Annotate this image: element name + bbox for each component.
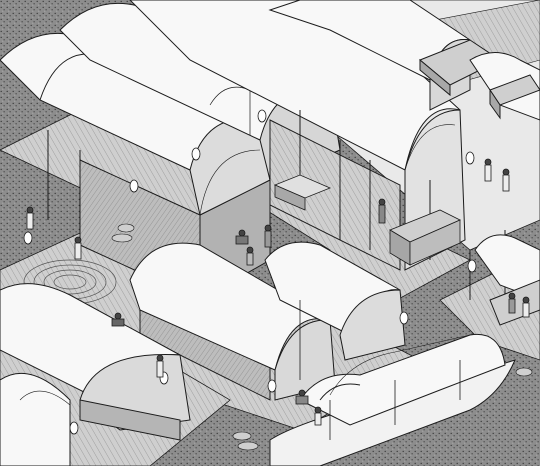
pavilion-vault-f xyxy=(129,242,336,401)
lantern-icon xyxy=(69,421,79,435)
figures xyxy=(26,158,530,426)
person-icon xyxy=(246,246,254,266)
counter-block xyxy=(389,209,461,266)
lantern-icon xyxy=(267,379,277,393)
lantern-icon xyxy=(129,179,139,193)
person-icon xyxy=(484,158,492,182)
person-icon xyxy=(378,198,386,224)
lantern-icon xyxy=(23,231,33,245)
person-icon xyxy=(502,168,510,192)
plants xyxy=(111,223,533,451)
person-icon xyxy=(156,354,164,378)
lantern-icon xyxy=(257,109,267,123)
plant-icon xyxy=(111,223,135,243)
plant-icon xyxy=(515,367,533,377)
lantern-icon xyxy=(467,259,477,273)
lanterns xyxy=(23,109,477,435)
lantern-icon xyxy=(399,311,409,325)
pavilion-vault-d xyxy=(268,0,501,111)
lantern-icon xyxy=(191,147,201,161)
person-icon xyxy=(314,406,322,426)
person-icon xyxy=(295,389,309,405)
person-icon xyxy=(74,236,82,260)
person-icon xyxy=(235,229,249,245)
person-icon xyxy=(111,312,125,327)
person-icon xyxy=(522,296,530,318)
lantern-icon xyxy=(465,151,475,165)
person-icon xyxy=(508,292,516,314)
ring-floor-pattern xyxy=(23,259,117,305)
person-icon xyxy=(264,224,272,248)
stair-block xyxy=(273,174,332,211)
person-icon xyxy=(26,206,34,230)
canopy-boat xyxy=(269,333,516,466)
pavilion-vault-e xyxy=(469,52,540,121)
plant-icon xyxy=(232,431,259,451)
